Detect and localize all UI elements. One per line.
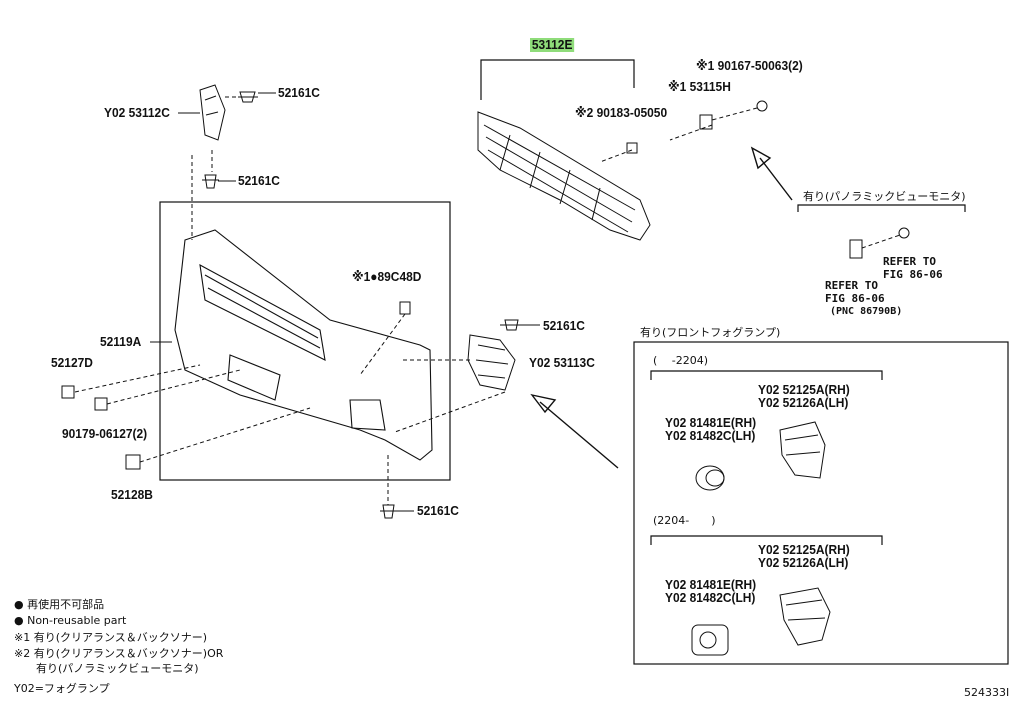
part-label-y02-53112c[interactable]: Y02 53112C <box>104 105 170 120</box>
legend-line-3: ※1 有り(クリアランス＆バックソナー) <box>14 631 208 644</box>
part-label-52161c-bottom[interactable]: 52161C <box>417 503 459 518</box>
part-label-52119a[interactable]: 52119A <box>100 334 142 349</box>
part-label-90183-05050[interactable]: ※2 90183-05050 <box>575 105 668 120</box>
refer-note-1a[interactable]: REFER TO <box>883 255 936 268</box>
diagram-id: 524333I <box>964 686 1010 699</box>
part-label-52161c-mid[interactable]: 52161C <box>238 173 280 188</box>
bumper-cover-part <box>174 229 433 461</box>
grille-bracket <box>480 59 635 100</box>
clip-icon <box>61 91 910 519</box>
legend-line-4: ※2 有り(クリアランス＆バックソナー)OR <box>14 647 224 660</box>
legend-line-6: Y02=フォグランプ <box>14 682 110 695</box>
part-label-81481e-top[interactable]: Y02 81481E(RH) <box>665 415 757 430</box>
range-label-bottom: (2204- ) <box>653 514 716 527</box>
part-label-53112e[interactable]: 53112E <box>530 37 575 52</box>
part-label-52126a-bottom[interactable]: Y02 52126A(LH) <box>758 555 849 570</box>
leader-lines <box>74 96 901 505</box>
fog-box-title: 有り(フロントフォグランプ) <box>640 326 781 339</box>
part-label-52125a-top[interactable]: Y02 52125A(RH) <box>758 382 850 397</box>
range-bracket-bottom <box>650 535 883 545</box>
arrow-icon <box>530 146 793 469</box>
lower-cover-part <box>467 334 516 391</box>
panoramic-bracket <box>797 204 966 212</box>
part-label-52161c-top[interactable]: 52161C <box>278 85 320 100</box>
legend-line-5: 有り(パノラミックビューモニタ) <box>14 662 199 675</box>
part-label-89c48d[interactable]: ※1●89C48D <box>352 269 422 284</box>
pnc-note: (PNC 86790B) <box>830 306 903 317</box>
part-label-y02-53113c[interactable]: Y02 53113C <box>529 355 595 370</box>
refer-note-2a[interactable]: REFER TO <box>825 279 878 292</box>
part-label-52161c-right[interactable]: 52161C <box>543 318 585 333</box>
part-label-90167-50063[interactable]: ※1 90167-50063(2) <box>696 58 803 73</box>
refer-note-2b[interactable]: FIG 86-06 <box>825 292 885 305</box>
part-label-81482c-top[interactable]: Y02 81482C(LH) <box>665 428 756 443</box>
part-label-52127d[interactable]: 52127D <box>51 355 93 370</box>
part-label-81481e-bottom[interactable]: Y02 81481E(RH) <box>665 577 757 592</box>
part-label-52126a-top[interactable]: Y02 52126A(LH) <box>758 395 849 410</box>
fog-lamp-frame <box>633 341 1009 665</box>
range-bracket-top <box>650 370 883 380</box>
part-label-90179-06127[interactable]: 90179-06127(2) <box>62 426 148 441</box>
range-label-top: ( -2204) <box>653 354 709 367</box>
side-cover-part <box>199 84 226 141</box>
panoramic-box-title: 有り(パノラミックビューモニタ) <box>803 190 966 203</box>
label-ticks <box>150 92 540 512</box>
legend-line-1: ● 再使用不可部品 <box>14 598 105 611</box>
refer-note-1b[interactable]: FIG 86-06 <box>883 268 943 281</box>
part-label-81482c-bottom[interactable]: Y02 81482C(LH) <box>665 590 756 605</box>
bumper-frame <box>159 201 451 481</box>
legend-line-2: ● Non-reusable part <box>14 614 127 627</box>
grille-part <box>477 111 651 241</box>
fog-lamp-part <box>691 421 831 656</box>
part-label-53115h[interactable]: ※1 53115H <box>668 79 731 94</box>
part-label-52125a-bottom[interactable]: Y02 52125A(RH) <box>758 542 850 557</box>
part-label-52128b[interactable]: 52128B <box>111 487 153 502</box>
